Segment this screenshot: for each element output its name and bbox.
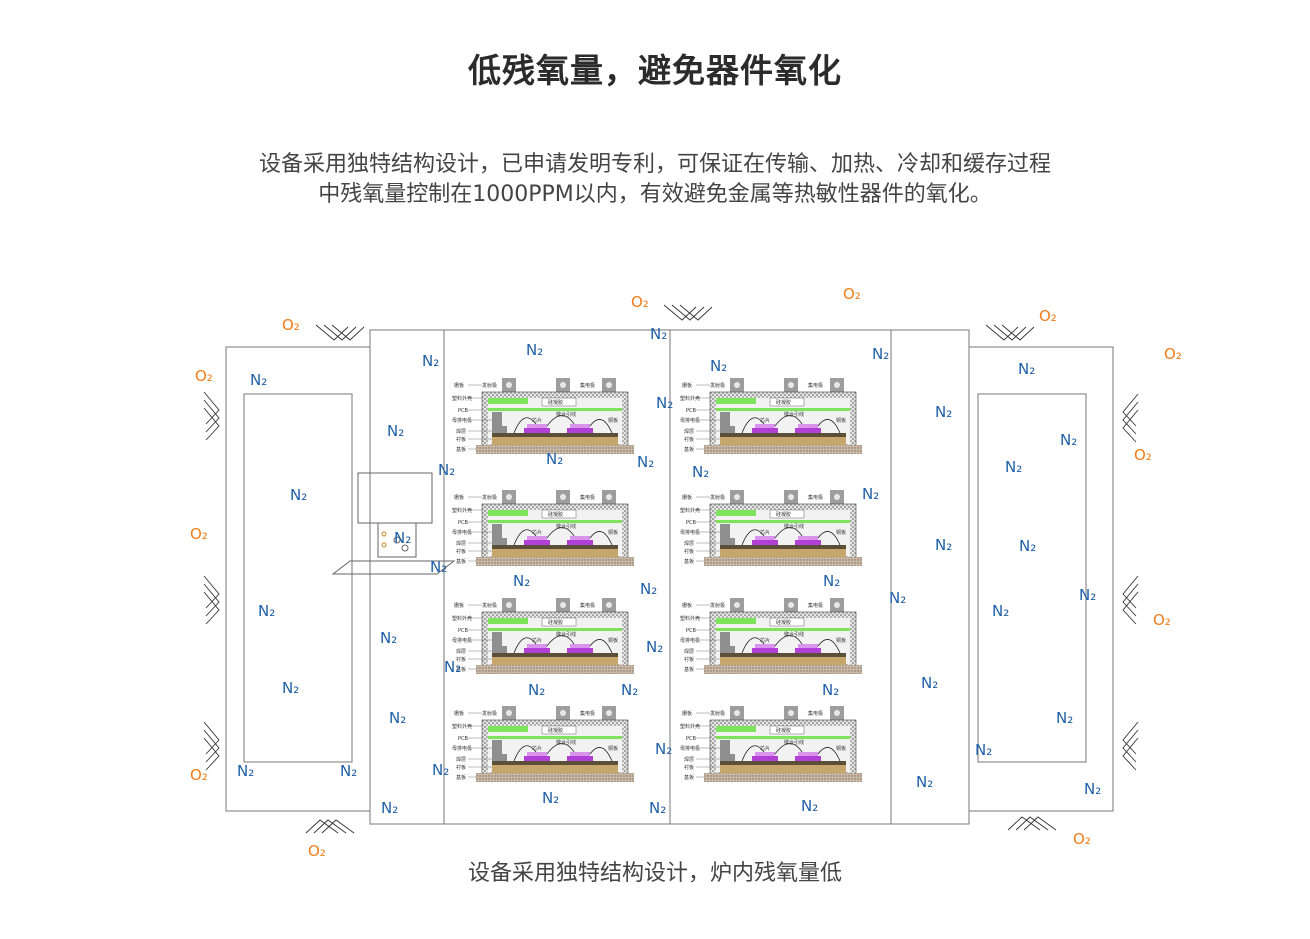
oxygen-molecule-label: O₂ (282, 316, 300, 334)
nitrogen-molecule-label: N₂ (916, 773, 933, 791)
nitrogen-molecule-label: N₂ (1084, 780, 1101, 798)
transfer-bolt (381, 531, 387, 537)
nitrogen-molecule-label: N₂ (290, 486, 307, 504)
nitrogen-molecule-label: N₂ (710, 357, 727, 375)
nitrogen-molecule-label: N₂ (935, 536, 952, 554)
nitrogen-molecule-label: N₂ (1060, 431, 1077, 449)
oxygen-molecule-label: O₂ (1073, 830, 1091, 848)
nitrogen-molecule-label: N₂ (438, 461, 455, 479)
right-inner-rack (977, 393, 1087, 763)
nitrogen-molecule-label: N₂ (1079, 586, 1096, 604)
left-chamber (225, 346, 371, 812)
deflection-arrows (203, 304, 1139, 834)
nitrogen-molecule-label: N₂ (1056, 709, 1073, 727)
oxygen-molecule-label: O₂ (190, 525, 208, 543)
nitrogen-molecule-label: N₂ (1019, 537, 1036, 555)
nitrogen-molecule-label: N₂ (692, 463, 709, 481)
nitrogen-molecule-label: N₂ (237, 762, 254, 780)
transfer-plate (331, 560, 456, 575)
power-module (679, 489, 863, 567)
nitrogen-molecule-label: N₂ (921, 674, 938, 692)
nitrogen-molecule-label: N₂ (258, 602, 275, 620)
nitrogen-molecule-label: N₂ (513, 572, 530, 590)
nitrogen-molecule-label: N₂ (444, 658, 461, 676)
oxygen-molecule-label: O₂ (195, 367, 213, 385)
diagram-caption: 设备采用独特结构设计，炉内残氧量低 (467, 861, 842, 886)
nitrogen-molecule-label: N₂ (935, 403, 952, 421)
oxygen-molecule-label: O₂ (308, 842, 326, 860)
page-title: 低残氧量，避免器件氧化 (468, 51, 842, 90)
left-inner-rack (243, 393, 353, 763)
oxygen-molecule-label: O₂ (1039, 307, 1057, 325)
oxygen-molecule-label: O₂ (631, 293, 649, 311)
nitrogen-molecule-label: N₂ (526, 341, 543, 359)
nitrogen-molecule-label: N₂ (621, 681, 638, 699)
nitrogen-molecule-label: N₂ (250, 371, 267, 389)
nitrogen-molecule-label: N₂ (1018, 360, 1035, 378)
intro-text: 设备采用独特结构设计，已申请发明专利，可保证在传输、加热、冷却和缓存过程 中残氧… (0, 150, 1310, 210)
transfer-bolt (401, 544, 409, 552)
power-module (679, 377, 863, 455)
nitrogen-molecule-label: N₂ (542, 789, 559, 807)
oxygen-molecule-label: O₂ (843, 285, 861, 303)
transfer-arm (377, 522, 417, 558)
nitrogen-molecule-label: N₂ (432, 761, 449, 779)
oxygen-molecule-label: O₂ (1164, 345, 1182, 363)
nitrogen-molecule-label: N₂ (389, 709, 406, 727)
nitrogen-molecule-label: N₂ (528, 681, 545, 699)
nitrogen-molecule-label: N₂ (430, 558, 447, 576)
oxygen-molecule-label: O₂ (1153, 611, 1171, 629)
intro-line-2: 中残氧量控制在1000PPM以内，有效避免金属等热敏性器件的氧化。 (318, 182, 992, 207)
nitrogen-molecule-label: N₂ (655, 740, 672, 758)
nitrogen-molecule-label: N₂ (889, 589, 906, 607)
nitrogen-molecule-label: N₂ (801, 797, 818, 815)
nitrogen-molecule-label: N₂ (380, 629, 397, 647)
power-module (451, 705, 635, 783)
nitrogen-molecule-label: N₂ (649, 799, 666, 817)
nitrogen-molecule-label: N₂ (546, 450, 563, 468)
nitrogen-molecule-label: N₂ (823, 572, 840, 590)
nitrogen-molecule-label: N₂ (872, 345, 889, 363)
nitrogen-molecule-label: N₂ (637, 453, 654, 471)
nitrogen-molecule-label: N₂ (646, 638, 663, 656)
nitrogen-molecule-label: N₂ (992, 602, 1009, 620)
power-module (451, 377, 635, 455)
nitrogen-molecule-label: N₂ (822, 681, 839, 699)
oxygen-molecule-label: O₂ (1134, 446, 1152, 464)
power-module (451, 489, 635, 567)
nitrogen-molecule-label: N₂ (650, 325, 667, 343)
nitrogen-molecule-label: N₂ (640, 580, 657, 598)
nitrogen-molecule-label: N₂ (1005, 458, 1022, 476)
molecule-layer: N₂ N₂ N₂ N₂ N₂ N₂ N₂ N₂ N₂ N₂ N₂ N₂ N₂ N₂ N₂ N₂ N₂ N₂ N₂ N₂… (190, 285, 1182, 860)
nitrogen-molecule-label: N₂ (975, 741, 992, 759)
transfer-box (357, 472, 433, 524)
nitrogen-molecule-label: N₂ (387, 422, 404, 440)
nitrogen-molecule-label: N₂ (862, 485, 879, 503)
transfer-bolt (381, 542, 387, 548)
nitrogen-molecule-label: N₂ (394, 529, 411, 547)
power-module (451, 597, 635, 675)
transfer-bolt (393, 536, 401, 544)
oxygen-molecule-label: O₂ (190, 766, 208, 784)
nitrogen-molecule-label: N₂ (422, 352, 439, 370)
nitrogen-molecule-label: N₂ (282, 679, 299, 697)
nitrogen-molecule-label: N₂ (656, 394, 673, 412)
nitrogen-molecule-label: N₂ (340, 762, 357, 780)
power-module (679, 705, 863, 783)
nitrogen-molecule-label: N₂ (381, 799, 398, 817)
intro-line-1: 设备采用独特结构设计，已申请发明专利，可保证在传输、加热、冷却和缓存过程 (258, 152, 1051, 177)
module-column-left (451, 377, 635, 783)
power-module (679, 597, 863, 675)
